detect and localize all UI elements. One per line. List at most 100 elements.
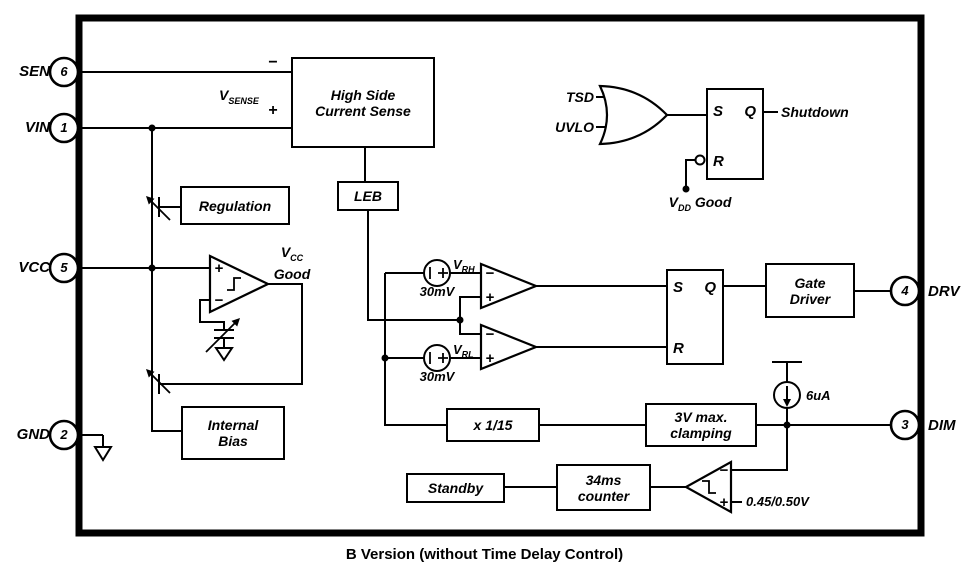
ground-icon [214,347,234,362]
pin-circle-vcc [48,252,80,284]
wire-ref-rail [384,273,446,426]
pwm-latch-r-label: R [673,340,684,357]
block-label: clamping [670,425,732,441]
standby-comp-minus-sign: − [719,462,729,479]
or-gate-icon [598,84,669,146]
standby-comp-plus-sign: + [719,494,729,511]
block-label: x 1/15 [473,417,513,433]
pin-circles [48,56,921,451]
bias-mosfet-icon [147,370,171,394]
pass-mosfet-arrowhead-icon [146,196,155,205]
pin-label-sen: SEN [19,63,50,80]
vrl-source-icon [423,344,451,372]
valley-comp-minus-sign: − [485,326,495,343]
block-label: Bias [218,433,248,449]
pwm-sr-latch: S Q R [666,269,724,365]
junction-dot [148,264,156,272]
standby-block: Standby [406,473,505,503]
pin-circle-vin [48,112,80,144]
shutdown-latch-s-label: S [713,103,724,120]
junction-dot [381,354,389,362]
pin-label-vcc: VCC [18,259,50,276]
wire-vin-rail [151,128,181,432]
pin-label-dim: DIM [928,417,956,434]
vsense-label: VSENSE [219,87,259,106]
peak-comp-minus-sign: − [485,265,495,282]
wire-fet1-gate [158,197,180,217]
pin-number-gnd: 2 [60,427,68,442]
ground-icon [93,446,113,462]
pass-mosfet-icon [147,197,171,221]
shutdown-latch-r-label: R [713,153,724,170]
pin-number-vin: 1 [60,120,68,135]
junction-dot [148,124,156,132]
variable-shunt-arrow-icon [205,319,239,353]
vrh-source-icon [423,259,451,287]
junction-dot [456,316,464,324]
pin-number-drv: 4 [901,283,909,298]
valley-comparator-icon [479,323,539,371]
junction-dot [783,421,791,429]
block-label: Current Sense [315,102,411,119]
pwm-latch-q-label: Q [704,279,716,296]
vrh-label: VRH [453,257,475,275]
junction-dot [682,185,690,193]
regulation-block: Regulation [180,186,290,225]
pwm-latch-s-label: S [673,279,684,296]
junction-dots [148,124,791,429]
hysteresis-icon [227,277,241,291]
vdd-good-label: VDD Good [668,194,732,213]
diagram-caption: B Version (without Time Delay Control) [345,546,624,563]
wire-shunt [199,299,234,348]
uvlo-label: UVLO [555,119,594,135]
hs-plus-sign: + [268,102,278,119]
vcc-good-comparator-icon [208,254,271,314]
pin-circle-gnd [48,419,80,451]
gate-driver-block: Gate Driver [765,263,855,318]
bias-current-label: 6uA [806,388,831,403]
pin-circle-dim [889,409,921,441]
vrl-source-polarity-icon [429,352,448,364]
block-label: Driver [789,290,831,307]
wire-gnd [78,434,104,447]
block-label: LEB [354,188,382,204]
vcc-comp-minus-sign: − [214,292,224,309]
pin-label-gnd: GND [16,426,50,443]
vrh-value-label: 30mV [419,284,455,299]
peak-comparator-icon [479,262,539,310]
shutdown-latch-q-label: Q [744,103,756,120]
wires [78,71,891,503]
wire-dim-sense [731,425,788,471]
vcc-good-label: VCC Good [273,244,311,282]
block-label: Gate [794,274,826,291]
block-label: counter [577,487,630,504]
shutdown-sr-latch: S Q R [706,88,764,180]
clamping-block: 3V max. clamping [645,403,757,447]
tsd-label: TSD [566,89,594,105]
vrh-source-polarity-icon [429,267,448,279]
pin-number-dim: 3 [901,417,909,432]
diagram-border [75,14,925,537]
counter-block: 34ms counter [556,464,651,511]
wire-leb-net [367,211,481,335]
hysteresis-icon [702,480,716,494]
shutdown-label: Shutdown [781,104,849,120]
bias-mosfet-arrowhead-icon [146,369,155,378]
block-label: 3V max. [674,409,728,425]
pin-label-drv: DRV [928,283,960,300]
valley-comp-plus-sign: + [485,350,495,367]
wire-vddgood [685,159,696,186]
block-label: 34ms [585,471,622,488]
vcc-comp-plus-sign: + [214,260,224,277]
divider-block: x 1/15 [446,408,540,442]
standby-ref-label: 0.45/0.50V [746,494,809,509]
leb-block: LEB [337,181,399,211]
block-label: Internal [207,417,259,433]
block-label: Regulation [198,197,272,214]
current-arrowhead-icon [783,399,791,407]
pin-circle-sen [48,56,80,88]
vrl-value-label: 30mV [419,369,455,384]
pin-label-vin: VIN [24,119,50,136]
